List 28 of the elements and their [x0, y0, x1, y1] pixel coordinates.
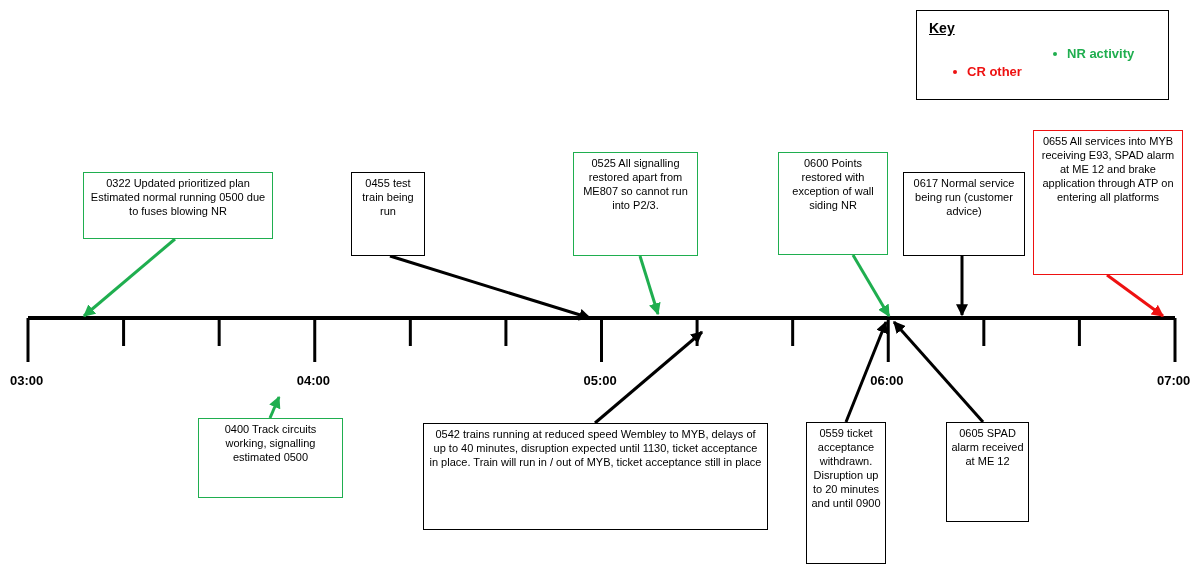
event-box: 0559 ticket acceptance withdrawn. Disruption up to 20 minutes and until 0900 [806, 422, 886, 564]
event-box: 0655 All services into MYB receiving E93, SPAD alarm at ME 12 and brake application through ATP on entering all platforms [1033, 130, 1183, 275]
event-box: 0400 Track circuits working, signalling estimated 0500 [198, 418, 343, 498]
event-box: 0605 SPAD alarm received at ME 12 [946, 422, 1029, 522]
time-label: 06:00 [870, 373, 904, 388]
legend-text: NR activity [1067, 46, 1135, 61]
event-box: 0455 test train being run [351, 172, 425, 256]
event-box: 0542 trains running at reduced speed Wembley to MYB, delays of up to 40 minutes, disruption expected until 1130, ticket acceptance in place. Train will run in / out of MYB, ticket acceptance still in place [423, 423, 768, 530]
time-label: 05:00 [583, 373, 617, 388]
arrow [83, 237, 176, 318]
event-box: 0617 Normal service being run (customer advice) [903, 172, 1025, 256]
time-label: 04:00 [296, 373, 330, 388]
time-label: 07:00 [1157, 373, 1191, 388]
arrow [594, 330, 703, 425]
event-box: 0322 Updated prioritized plan Estimated normal running 0500 due to fuses blowing NR [83, 172, 273, 239]
arrow [1106, 273, 1164, 318]
arrow [956, 256, 968, 317]
arrow [638, 255, 661, 316]
arrow [389, 254, 592, 321]
arrow [851, 254, 891, 318]
arrow [268, 395, 281, 419]
event-box: 0525 All signalling restored apart from ME807 so cannot run into P2/3. [573, 152, 698, 256]
arrow [892, 321, 985, 423]
event-box: 0600 Points restored with exception of wall siding NR [778, 152, 888, 255]
time-label: 03:00 [10, 373, 44, 388]
arrow [844, 320, 888, 423]
key-heading: Key [929, 20, 955, 36]
legend-text: CR other [967, 64, 1022, 79]
